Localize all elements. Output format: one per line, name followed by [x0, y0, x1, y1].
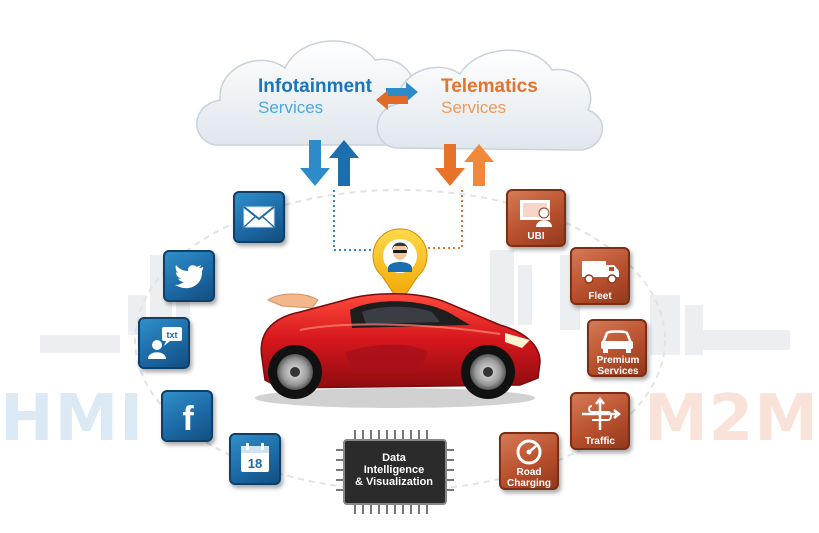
premium-services-tile[interactable]: Premium Services — [587, 319, 647, 377]
traffic-icon — [582, 396, 622, 430]
sms-tile[interactable]: txt — [138, 317, 190, 369]
infotainment-arrows — [300, 140, 359, 186]
twitter-tile[interactable] — [163, 250, 215, 302]
chip-label-line3: & Visualization — [354, 476, 434, 488]
road-charging-label: Road Charging — [507, 467, 551, 489]
car-front-icon — [601, 330, 633, 353]
chip-label: Data Intelligence & Visualization — [349, 452, 439, 488]
hmi-label: HMI — [0, 382, 145, 456]
calendar-icon-text: 18 — [248, 456, 262, 471]
chip-label-line1: Data — [382, 452, 406, 464]
email-icon — [243, 206, 275, 228]
chip-label-line2: Intelligence — [363, 464, 425, 476]
blue-connector — [333, 190, 378, 251]
telematics-label: Telematics Services — [441, 77, 538, 116]
infotainment-subtitle: Services — [258, 98, 324, 117]
speedometer-icon — [516, 439, 542, 465]
telematics-arrows — [435, 144, 494, 186]
exchange-arrows — [376, 82, 418, 110]
traffic-label: Traffic — [584, 436, 615, 447]
sms-icon: txt — [148, 327, 182, 359]
email-tile[interactable] — [233, 191, 285, 243]
premium-services-label: Premium Services — [596, 355, 640, 377]
facebook-tile[interactable]: f — [161, 390, 213, 442]
truck-icon — [582, 261, 619, 284]
m2m-label: M2M — [644, 382, 819, 456]
infotainment-title: Infotainment — [258, 76, 372, 97]
facebook-icon: f — [182, 400, 194, 438]
calendar-icon: 18 — [241, 443, 269, 472]
ubi-icon — [520, 200, 552, 227]
ubi-tile[interactable]: UBI — [506, 189, 566, 247]
traffic-tile[interactable]: Traffic — [570, 392, 630, 450]
twitter-icon — [175, 265, 203, 289]
calendar-tile[interactable]: 18 — [229, 433, 281, 485]
fleet-label: Fleet — [588, 291, 612, 302]
road-charging-tile[interactable]: Road Charging — [499, 432, 559, 490]
orange-connector — [428, 190, 463, 249]
data-chip-icon — [336, 430, 454, 514]
sms-icon-text: txt — [167, 330, 178, 340]
telematics-subtitle: Services — [441, 98, 507, 117]
diagram-stage: Infotainment Services Telematics Service… — [0, 40, 818, 514]
facebook-icon-text: f — [182, 400, 194, 438]
red-sports-car — [255, 292, 541, 408]
fleet-tile[interactable]: Fleet — [570, 247, 630, 305]
driver-pin-icon — [372, 228, 428, 304]
ubi-label: UBI — [527, 231, 545, 242]
telematics-title: Telematics — [441, 76, 538, 97]
diagram-graphics — [40, 40, 790, 514]
infotainment-label: Infotainment Services — [258, 77, 372, 116]
city-skyline — [40, 250, 790, 355]
telematics-cloud — [376, 49, 604, 151]
